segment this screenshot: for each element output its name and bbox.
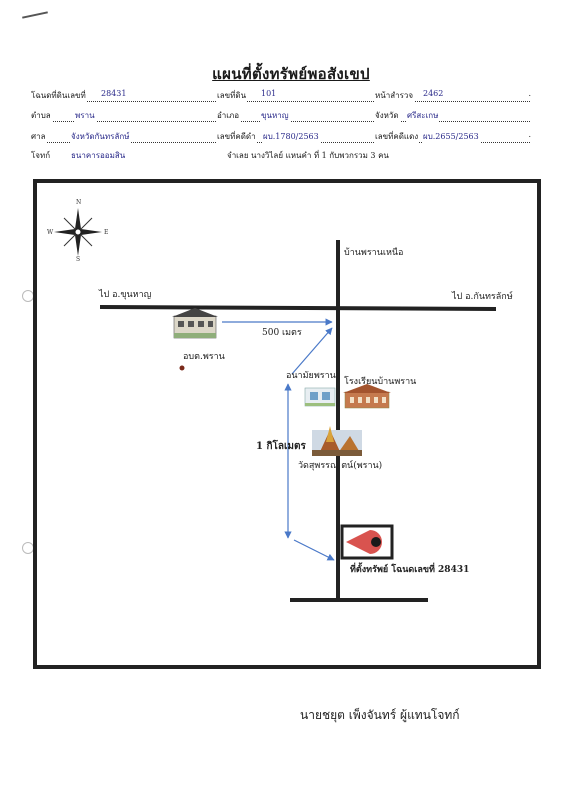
sao-building-icon (172, 308, 218, 339)
land-no-label: เลขที่ดิน (216, 89, 248, 102)
compass-n: N (76, 199, 82, 206)
info-row-court: ศาล จังหวัดกันทรลักษ์ เลขที่คดีดำ ผบ.178… (30, 130, 532, 144)
row-end-mark: . (527, 130, 532, 139)
small-dot (179, 365, 185, 371)
distance-1km-label: 1 กิโลเมตร (256, 441, 306, 452)
road-label-west: ไป อ.ขุนหาญ (99, 290, 152, 300)
row-end-mark: . (527, 89, 532, 98)
page-title: แผนที่ตั้งทรัพย์พอสังเขป (212, 65, 370, 83)
main-road (99, 305, 497, 311)
map-frame (33, 179, 541, 669)
compass-rose-icon (54, 208, 102, 256)
signature: นายชยุต เพ็งจันทร์ ผู้แทนโจทก์ (300, 708, 460, 722)
plaintiff-value: ธนาคารออมสิน (70, 149, 127, 162)
health-center-label: อนามัยพราน (286, 371, 336, 381)
province-label: จังหวัด (374, 109, 400, 122)
arrow-up (291, 327, 333, 375)
court-label: ศาล (30, 130, 47, 143)
deed-label: โฉนดที่ดินเลขที่ (30, 89, 87, 102)
subdistrict-label: ตำบล (30, 109, 52, 122)
property-location-icon (340, 524, 394, 560)
survey-page-label: หน้าสำรวจ (374, 89, 415, 102)
property-label: ที่ตั้งทรัพย์ โฉนดเลขที่ 28431 (350, 565, 470, 575)
black-case-value: ผบ.1780/2563 (262, 130, 320, 143)
road-label-north: บ้านพรานเหนือ (344, 248, 404, 258)
red-case-value: ผบ.2655/2563 (422, 130, 480, 143)
compass-s: S (76, 256, 81, 263)
defendant-text: จำเลย นางวิไลย์ แหนคำ ที่ 1 กับพวกรวม 3 … (226, 149, 390, 162)
sao-label: อบต.พราน (183, 352, 225, 362)
province-value: ศรีสะเกษ (406, 109, 440, 122)
court-value: จังหวัดกันทรลักษ์ (70, 130, 131, 143)
black-case-label: เลขที่คดีดำ (216, 130, 257, 143)
land-no-value: 101 (260, 89, 278, 98)
compass-e: E (104, 229, 109, 236)
school-icon (343, 384, 391, 409)
temple-label: วัดสุพรรณ ตน์(พราน) (298, 461, 383, 471)
subdistrict-value: พราน (74, 109, 96, 122)
compass-w: W (47, 229, 54, 236)
deed-value: 28431 (100, 89, 128, 98)
red-case-label: เลขที่คดีแดง (374, 130, 420, 143)
district-value: ขุนหาญ (260, 109, 290, 122)
arrow-to-property (293, 539, 335, 561)
plaintiff-label: โจทก์ (30, 149, 52, 162)
info-row-location: ตำบล พราน อำเภอ ขุนหาญ จังหวัด ศรีสะเกษ (30, 109, 530, 123)
info-row-deed: โฉนดที่ดินเลขที่ 28431 เลขที่ดิน 101 หน้… (30, 89, 532, 103)
info-row-parties: โจทก์ ธนาคารออมสิน จำเลย นางวิไลย์ แหนคำ… (30, 149, 530, 163)
health-center-icon (304, 387, 336, 407)
road-label-east: ไป อ.กันทรลักษ์ (452, 292, 513, 302)
school-label: โรงเรียนบ้านพราน (344, 377, 417, 387)
district-label: อำเภอ (216, 109, 241, 122)
temple-icon (312, 426, 362, 456)
survey-page-value: 2462 (422, 89, 445, 98)
distance-500m-label: 500 เมตร (262, 328, 302, 338)
